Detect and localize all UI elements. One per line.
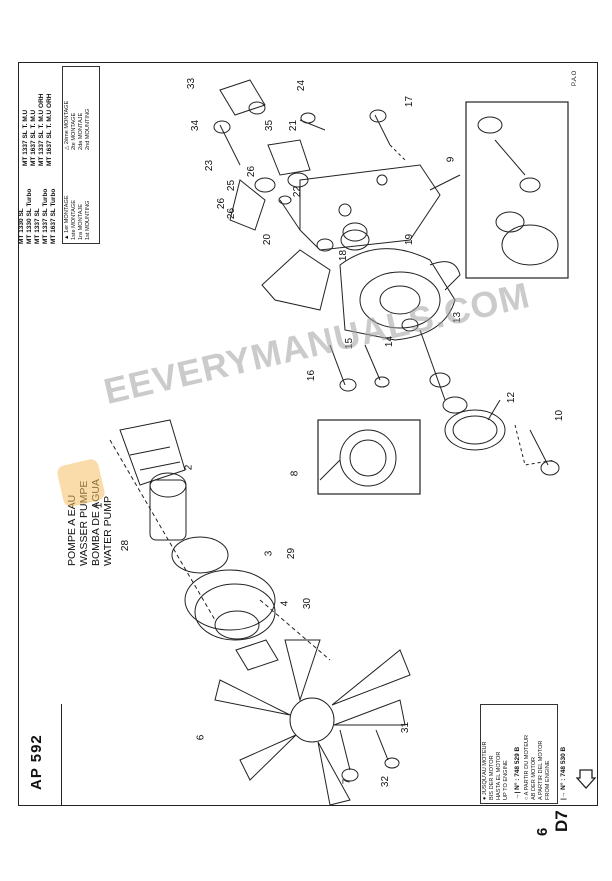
note-line: UP TO ENGINE xyxy=(503,760,509,800)
section-code: D7 xyxy=(552,810,571,832)
mounting-box xyxy=(62,66,100,244)
note-line: ● JUSQU'AU MOTEUR xyxy=(482,741,488,800)
callout: 20 xyxy=(262,233,274,246)
note-line: HASTA EL MOTOR xyxy=(496,751,502,800)
callout: 26 xyxy=(246,165,258,178)
engine-note-box xyxy=(480,704,558,804)
next-arrow-icon xyxy=(576,769,596,789)
ref-sidebar xyxy=(18,704,62,806)
callout: 21 xyxy=(288,119,300,132)
mounting-second: △ 2ème MONTAGE 2te MONTAGE 2da MONTAJE 2… xyxy=(64,101,92,150)
callout: 34 xyxy=(190,119,202,132)
mounting-line: ▲ 1er MONTAGE xyxy=(64,195,70,240)
model-line: MT 1337 SL T. M.U ORH xyxy=(38,93,45,166)
models-left: MT 1330 SL MT 1330 SL Turbo MT 1337 SL M… xyxy=(18,189,58,244)
note-line: ○ A PARTIR DU MOTEUR xyxy=(524,734,530,800)
callout: 3 xyxy=(263,550,275,557)
note-from-no: |→ N° : 748 530 B xyxy=(560,746,567,800)
mounting-line: 2da MONTAJE xyxy=(78,112,84,150)
callout: 30 xyxy=(302,597,314,610)
note-line: BIS DER MOTOR xyxy=(489,755,495,800)
model-line: MT 1330 SL xyxy=(18,208,25,244)
callout: 2 xyxy=(183,464,195,471)
ref-number: AP 592 xyxy=(28,734,45,790)
callout: 12 xyxy=(506,391,518,404)
page-sheet xyxy=(18,62,598,806)
note-line: AB DER MOTOR xyxy=(531,756,537,800)
callout: 10 xyxy=(554,409,566,422)
models-right-block-visible: MT 1337 SL T. M.U xyxy=(22,110,30,166)
callout: 18 xyxy=(338,249,350,262)
model-line: MT 1337 SL xyxy=(34,208,41,244)
model-line: MT 1330 SL Turbo xyxy=(26,188,33,244)
note-until-no: →| N° : 748 529 B xyxy=(514,746,521,800)
callout: 19 xyxy=(404,233,416,246)
callout: 23 xyxy=(204,159,216,172)
model-line: MT 1337 SL Turbo xyxy=(42,188,49,244)
mounting-line: 1st MOUNTING xyxy=(85,200,91,240)
callout: 9 xyxy=(445,156,457,163)
callout: 26 xyxy=(226,207,238,220)
callout: 6 xyxy=(195,734,207,741)
callout: 35 xyxy=(264,119,276,132)
callout: 32 xyxy=(380,775,392,788)
note-from: ○ A PARTIR DU MOTEUR AB DER MOTOR A PART… xyxy=(524,735,552,800)
model-line: MT 1637 SL T. M.U ORH xyxy=(46,93,53,166)
callout: 29 xyxy=(286,547,298,560)
model-line: MT 1337 SL T. M.U xyxy=(22,109,29,166)
note-until: ● JUSQU'AU MOTEUR BIS DER MOTOR HASTA EL… xyxy=(482,741,510,800)
model-line: MT 1637 SL T. M.U xyxy=(30,109,37,166)
callout: 8 xyxy=(289,470,301,477)
callout: 31 xyxy=(400,721,412,734)
note-line: A PARTIR DEL MOTOR xyxy=(538,740,544,800)
mounting-line: 2te MONTAGE xyxy=(71,112,77,150)
mounting-first: ▲ 1er MONTAGE 1ste MONTAGE 1ra MONTAJE 1… xyxy=(64,195,92,240)
pao-label: P.A.O xyxy=(572,70,578,86)
callout: 22 xyxy=(292,185,304,198)
callout: 24 xyxy=(296,79,308,92)
mounting-line: 1ra MONTAJE xyxy=(78,204,84,240)
mounting-line: △ 2ème MONTAGE xyxy=(64,100,70,150)
mounting-line: 2nd MOUNTING xyxy=(85,108,91,150)
callout: 33 xyxy=(186,77,198,90)
callout: 7 xyxy=(341,778,353,785)
page-number: 6 xyxy=(534,827,551,836)
model-line: MT 1637 SL Turbo xyxy=(50,188,57,244)
callout: 28 xyxy=(120,539,132,552)
mounting-line: 1ste MONTAGE xyxy=(71,200,77,240)
callout: 4 xyxy=(279,600,291,607)
callout: 17 xyxy=(404,95,416,108)
callout: 25 xyxy=(226,179,238,192)
note-line: FROM ENGINE xyxy=(545,760,551,800)
models-right-rest: MT 1637 SL T. M.U MT 1337 SL T. M.U ORH … xyxy=(30,94,54,166)
